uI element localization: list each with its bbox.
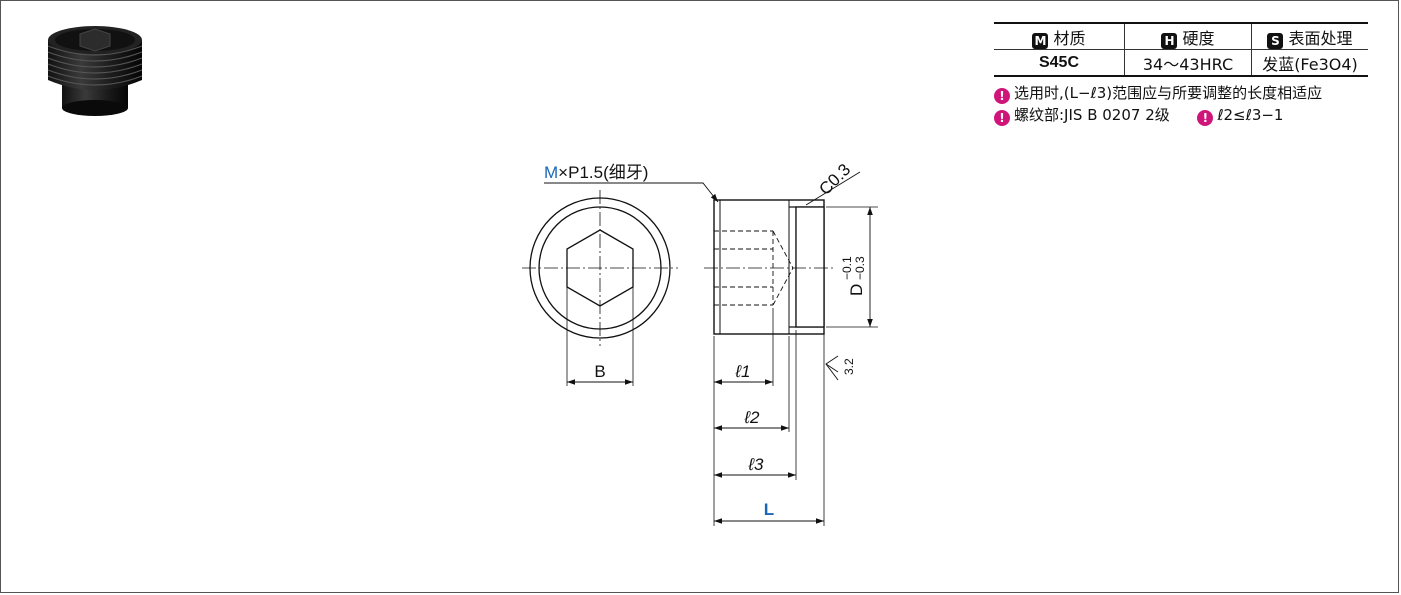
diameter-label: D bbox=[847, 284, 866, 296]
length-dimensions bbox=[713, 308, 825, 526]
hardness-value: 34～43HRC bbox=[1124, 49, 1252, 77]
thread-label: M×P1.5(细牙) bbox=[544, 163, 648, 182]
chamfer-leader bbox=[805, 171, 861, 206]
material-tag-icon: M bbox=[1032, 32, 1049, 49]
end-view bbox=[522, 190, 678, 386]
side-view bbox=[704, 199, 834, 335]
info-icon: ! bbox=[1197, 110, 1214, 126]
roughness-symbol-icon bbox=[825, 355, 839, 381]
diameter-dimension bbox=[826, 206, 878, 328]
surface-tag-icon: S bbox=[1267, 32, 1284, 49]
note-3: ℓ2≤ℓ3−1 bbox=[1217, 106, 1284, 124]
info-icon: ! bbox=[994, 88, 1010, 104]
tolerance-upper: −0.1 bbox=[840, 256, 854, 280]
note-1: 选用时,(L−ℓ3)范围应与所要调整的长度相适应 bbox=[1014, 84, 1323, 102]
material-value: S45C bbox=[994, 49, 1125, 77]
hex-width-label: B bbox=[594, 362, 605, 381]
diameter-label-group: D −0.1 −0.3 bbox=[840, 256, 867, 296]
hardness-tag-icon: H bbox=[1161, 32, 1178, 49]
l1-label: ℓ1 bbox=[735, 362, 751, 381]
tolerance-lower: −0.3 bbox=[853, 256, 867, 280]
note-row-2: !螺纹部:JIS B 0207 2级 !ℓ2≤ℓ3−1 bbox=[994, 104, 1322, 126]
notes: !选用时,(L−ℓ3)范围应与所要调整的长度相适应 !螺纹部:JIS B 020… bbox=[994, 82, 1322, 126]
note-row-1: !选用时,(L−ℓ3)范围应与所要调整的长度相适应 bbox=[994, 82, 1322, 104]
info-icon: ! bbox=[994, 110, 1010, 126]
roughness-value: 3.2 bbox=[842, 358, 856, 375]
product-photo bbox=[47, 26, 143, 116]
overall-length-label: L bbox=[764, 500, 774, 519]
thread-leader bbox=[544, 182, 719, 203]
l2-label: ℓ2 bbox=[744, 408, 760, 427]
l3-label: ℓ3 bbox=[748, 455, 764, 474]
surface-treatment-value: 发蓝(Fe3O4) bbox=[1251, 49, 1368, 77]
note-2: 螺纹部:JIS B 0207 2级 bbox=[1014, 106, 1170, 124]
